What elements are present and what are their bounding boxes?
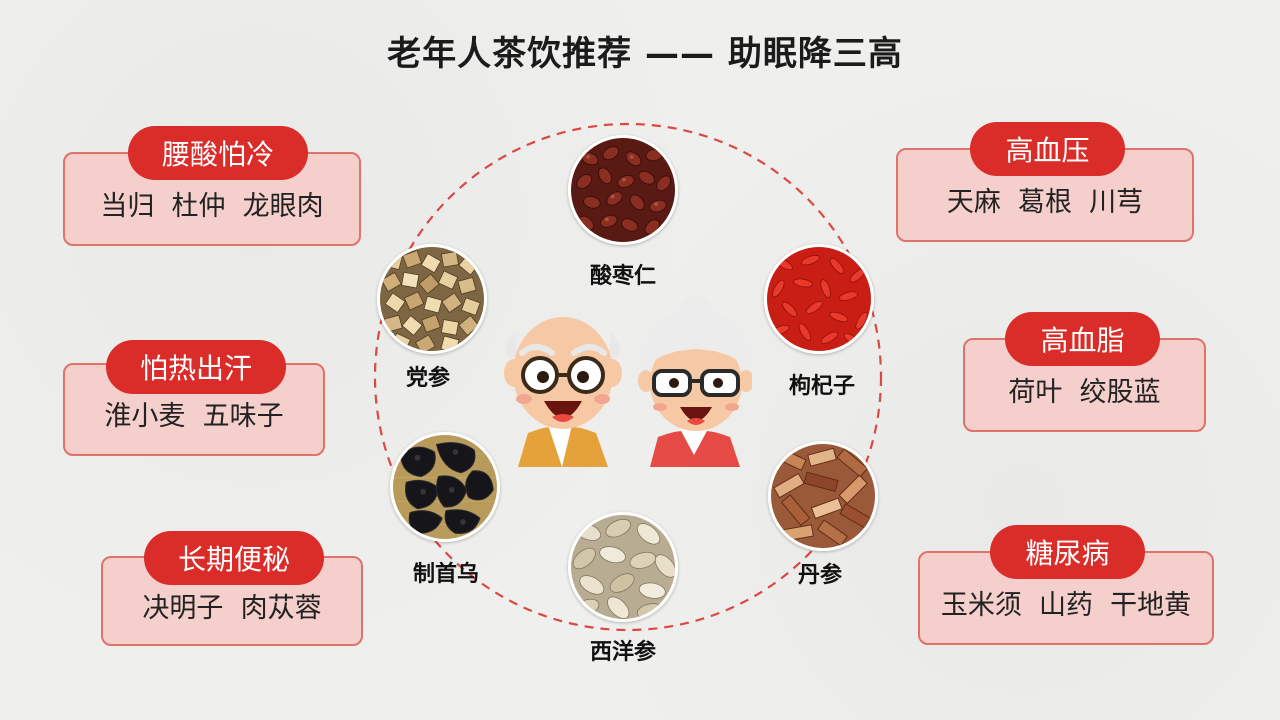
pill-left-3: 长期便秘 xyxy=(144,531,324,585)
grandpa-icon xyxy=(504,317,622,467)
herb-label-goji-berry: 枸杞子 xyxy=(788,374,855,399)
card-items: 淮小麦 五味子 xyxy=(104,401,284,432)
pill-right-2: 高血脂 xyxy=(1005,312,1160,366)
page-title: 老年人茶饮推荐 —— 助眠降三高 xyxy=(387,34,903,74)
elderly-couple-illustration-icon xyxy=(504,295,752,467)
american-ginseng-photo-icon xyxy=(568,512,678,622)
codonopsis-photo-icon xyxy=(377,244,487,354)
card-items: 玉米须 山药 干地黄 xyxy=(940,589,1192,621)
herb-label-salvia-root: 丹参 xyxy=(797,563,842,588)
pill-left-2: 怕热出汗 xyxy=(106,340,286,394)
grandma-icon xyxy=(638,295,752,467)
pill-left-1: 腰酸怕冷 xyxy=(128,126,308,180)
pill-right-1: 高血压 xyxy=(970,122,1125,176)
card-items: 荷叶 绞股蓝 xyxy=(1008,376,1161,408)
card-left-1: 当归 杜仲 龙眼肉 xyxy=(63,152,361,246)
salvia-root-photo-icon xyxy=(768,441,878,551)
fleeceflower-root-photo-icon xyxy=(390,432,500,542)
herb-label-fleeceflower-root: 制首乌 xyxy=(412,562,479,587)
goji-berry-photo-icon xyxy=(764,244,874,354)
jujube-seed-photo-icon xyxy=(568,135,678,245)
herb-label-codonopsis: 党参 xyxy=(405,366,450,391)
pill-right-3: 糖尿病 xyxy=(990,525,1145,579)
card-items: 当归 杜仲 龙眼肉 xyxy=(100,190,324,222)
card-items: 决明子 肉苁蓉 xyxy=(142,592,322,624)
herb-label-jujube-seed: 酸枣仁 xyxy=(589,264,656,289)
herb-label-american-ginseng: 西洋参 xyxy=(589,640,656,665)
card-items: 天麻 葛根 川芎 xyxy=(946,186,1144,218)
